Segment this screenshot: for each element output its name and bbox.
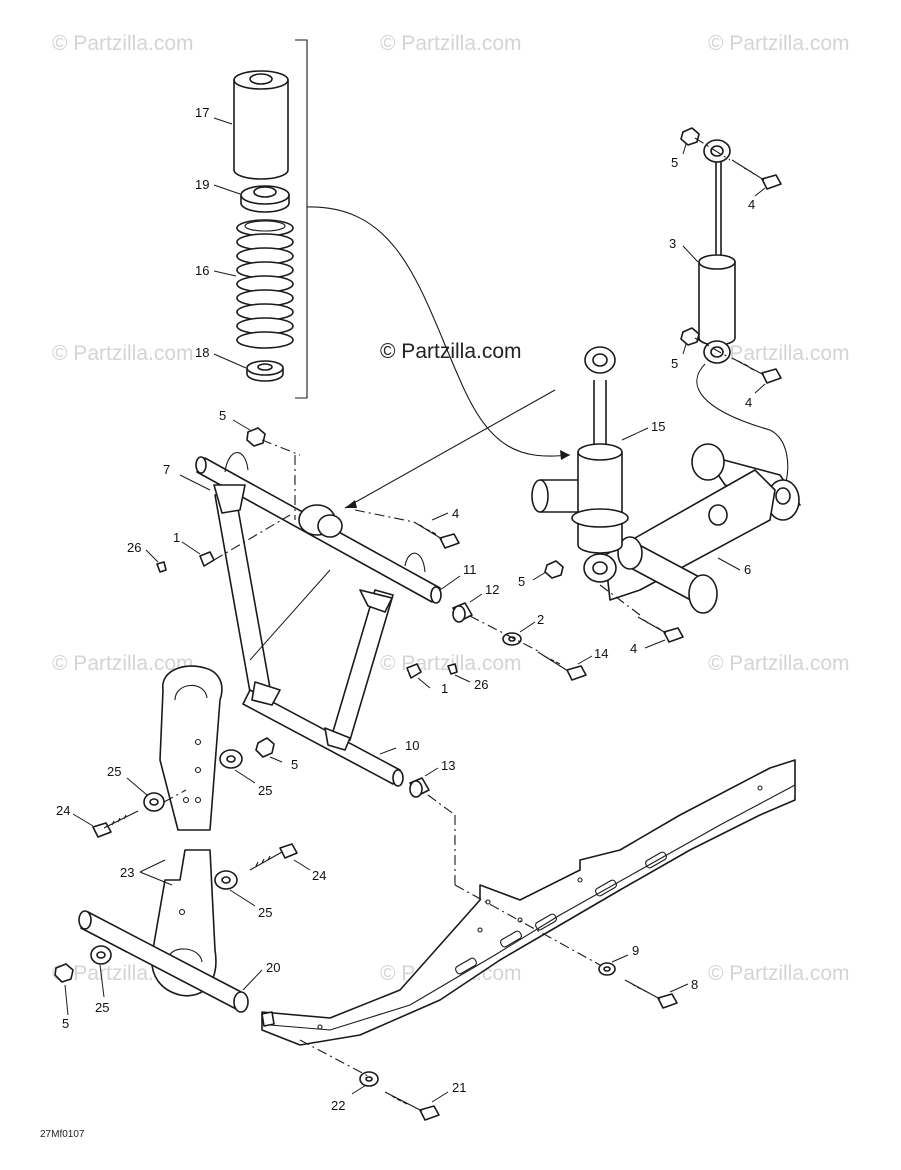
- callout-25: 25: [258, 905, 272, 920]
- callout-4: 4: [630, 641, 637, 656]
- stopper-washer-part: [246, 360, 284, 382]
- callout-25: 25: [95, 1000, 109, 1015]
- watermark-text: © Partzilla.com: [708, 652, 850, 675]
- coil-spring-part: [236, 219, 294, 349]
- callout-5: 5: [219, 408, 226, 423]
- pivot-arrow: [344, 389, 556, 509]
- link-to-arm-leader: [249, 569, 331, 661]
- callout-1: 1: [173, 530, 180, 545]
- rear-arm-bracket-group: [531, 443, 801, 614]
- callout-22: 22: [331, 1098, 345, 1113]
- callout-5: 5: [62, 1016, 69, 1031]
- nut-part: [544, 560, 564, 579]
- callout-21: 21: [452, 1080, 466, 1095]
- callout-26: 26: [127, 540, 141, 555]
- callout-9: 9: [632, 943, 639, 958]
- kit-to-shock-arrow: [306, 206, 571, 457]
- callout-4: 4: [452, 506, 459, 521]
- watermark-text: © Partzilla.com: [52, 342, 194, 365]
- watermark-text: © Partzilla.com: [708, 342, 850, 365]
- callout-25: 25: [107, 764, 121, 779]
- callout-3: 3: [669, 236, 676, 251]
- callout-12: 12: [485, 582, 499, 597]
- rail-hardware: [299, 954, 689, 1121]
- callout-1: 1: [441, 681, 448, 696]
- callout-14: 14: [594, 646, 608, 661]
- callout-4: 4: [745, 395, 752, 410]
- upper-link-part: [159, 665, 223, 831]
- watermark-text: © Partzilla.com: [52, 652, 194, 675]
- callout-8: 8: [691, 977, 698, 992]
- callout-4: 4: [748, 197, 755, 212]
- main-shock-part: [571, 346, 649, 583]
- callout-10: 10: [405, 738, 419, 753]
- callout-13: 13: [441, 758, 455, 773]
- callout-19: 19: [195, 177, 209, 192]
- callout-15: 15: [651, 419, 665, 434]
- slide-rail-part: [261, 759, 796, 1046]
- callout-5: 5: [518, 574, 525, 589]
- boot-cover-part: [233, 70, 289, 180]
- callout-20: 20: [266, 960, 280, 975]
- drawing-code: 27Mf0107: [40, 1129, 85, 1140]
- callout-2: 2: [537, 612, 544, 627]
- watermark-text: © Partzilla.com: [380, 340, 522, 363]
- callout-6: 6: [744, 562, 751, 577]
- spring-retainer-part: [240, 185, 290, 213]
- spring-kit-group: [213, 39, 308, 399]
- watermark-text: © Partzilla.com: [52, 32, 194, 55]
- callout-17: 17: [195, 105, 209, 120]
- rail-mount-axis: [454, 884, 601, 966]
- callout-labels: 17 19 16 18 5 7 1 26 4 11 12 2 14 1 26 1…: [56, 105, 755, 1113]
- small-shock-group: [680, 127, 790, 492]
- callout-23: 23: [120, 865, 134, 880]
- watermark-text: © Partzilla.com: [708, 962, 850, 985]
- watermark-text: © Partzilla.com: [708, 32, 850, 55]
- callout-26: 26: [474, 677, 488, 692]
- callout-7: 7: [163, 462, 170, 477]
- a-arm-hardware: [145, 419, 593, 885]
- callout-5: 5: [671, 356, 678, 371]
- a-arm-part: [179, 452, 442, 787]
- bolt-part: [637, 616, 684, 643]
- callout-16: 16: [195, 263, 209, 278]
- callout-24: 24: [56, 803, 70, 818]
- callout-24: 24: [312, 868, 326, 883]
- lower-rod-part: [78, 910, 263, 1013]
- callout-5: 5: [671, 155, 678, 170]
- callout-11: 11: [463, 562, 477, 577]
- watermark-text: © Partzilla.com: [380, 32, 522, 55]
- callout-5: 5: [291, 757, 298, 772]
- callout-18: 18: [195, 345, 209, 360]
- link-hardware: [54, 737, 311, 1016]
- callout-25: 25: [258, 783, 272, 798]
- kit-bracket: [295, 39, 308, 399]
